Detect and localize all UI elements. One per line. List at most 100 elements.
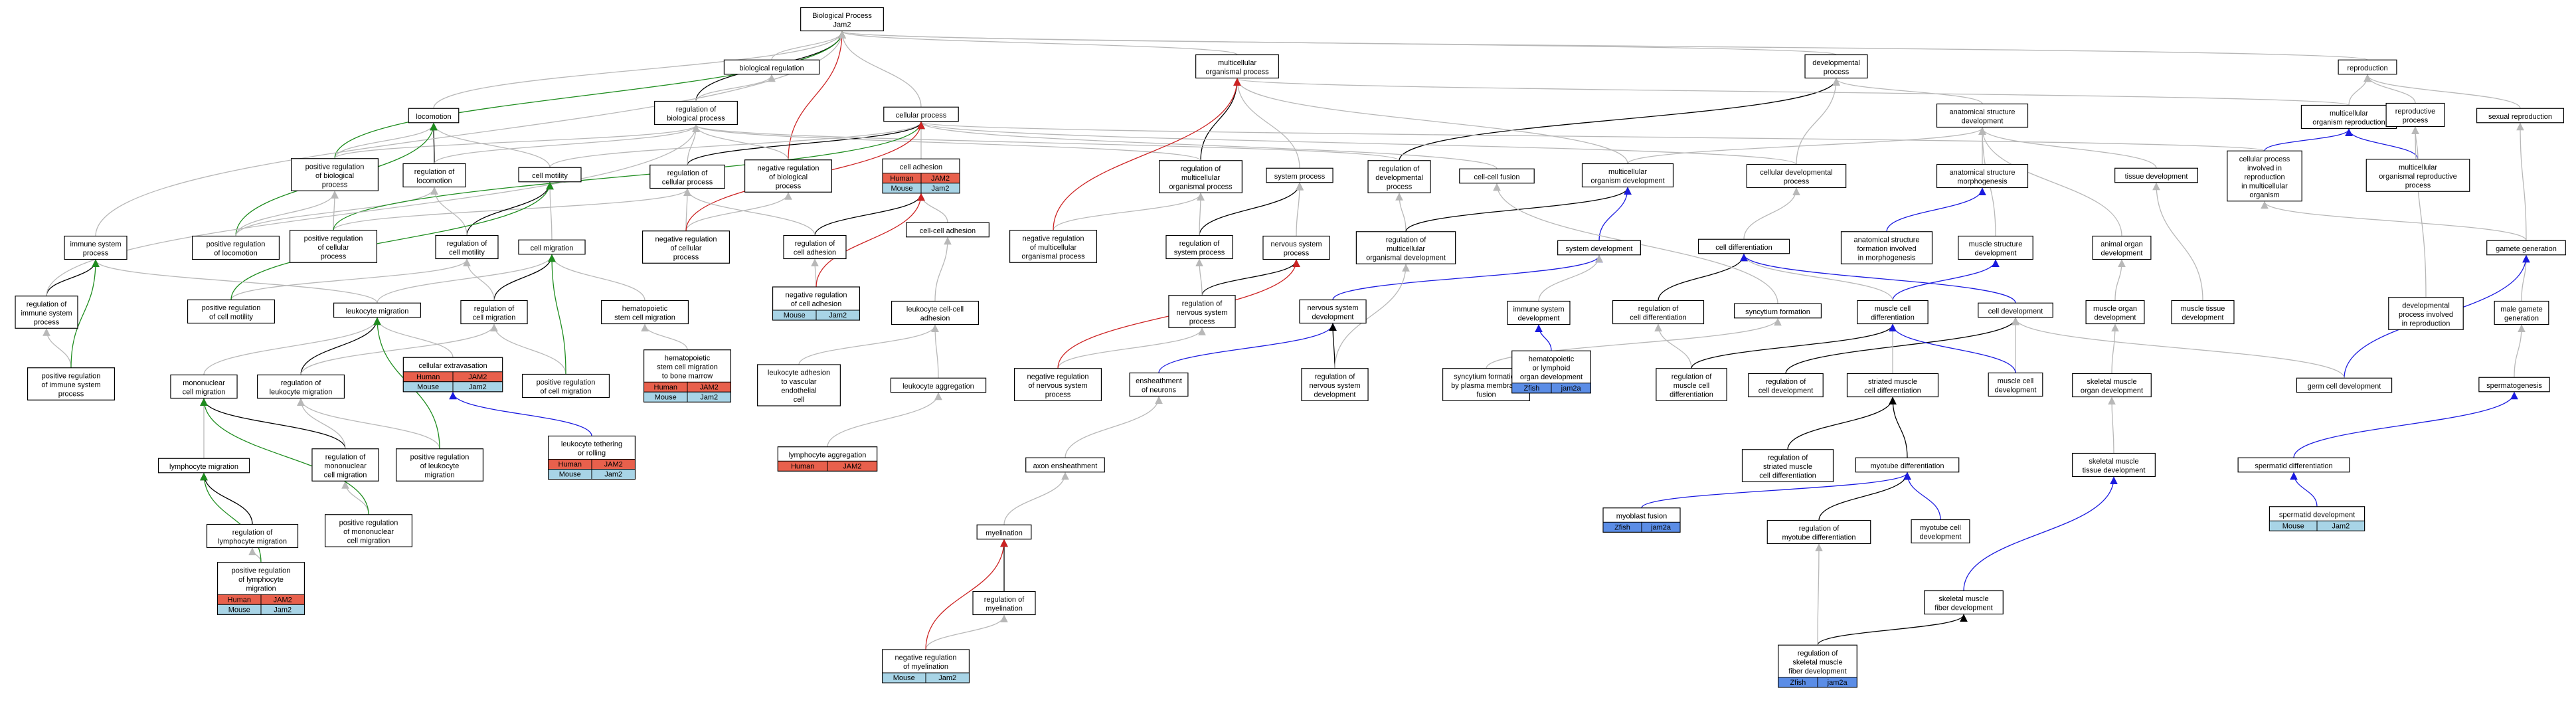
go-term-node[interactable]: cell differentiation xyxy=(1697,238,1790,254)
go-term-node[interactable]: system development xyxy=(1557,240,1641,256)
go-term-node[interactable]: cell motility xyxy=(518,167,582,183)
go-term-node[interactable]: leukocyte aggregation xyxy=(890,377,987,393)
go-term-node[interactable]: locomotion xyxy=(408,108,460,124)
go-term-node[interactable]: spermatogenesis xyxy=(2478,377,2550,393)
go-term-node[interactable]: biological regulation xyxy=(723,59,820,75)
go-term-node[interactable]: sexual reproduction xyxy=(2476,108,2565,124)
go-term-node[interactable]: system process xyxy=(1266,167,1333,183)
go-term-node[interactable]: gamete generation xyxy=(2486,240,2566,256)
go-term-node[interactable]: axon ensheathment xyxy=(1025,457,1105,473)
go-term-node[interactable]: myotube differentiation xyxy=(1855,457,1960,473)
go-term-node[interactable]: myelination xyxy=(976,524,1032,540)
go-term-node[interactable]: cell-cell fusion xyxy=(1459,168,1535,184)
go-term-node[interactable]: reproduction xyxy=(2338,59,2397,75)
go-term-node[interactable]: cell development xyxy=(1978,302,2053,318)
go-term-node[interactable]: cell migration xyxy=(518,239,586,255)
go-term-node[interactable]: germ cell development xyxy=(2296,377,2393,393)
go-term-node[interactable]: leukocyte migration xyxy=(333,302,422,318)
go-term-node[interactable]: cellular process xyxy=(883,106,959,122)
go-term-node[interactable]: cell-cell adhesion xyxy=(906,222,989,238)
go-term-node[interactable]: tissue development xyxy=(2114,167,2198,183)
go-term-node[interactable]: spermatid differentiation xyxy=(2237,457,2350,473)
go-term-node[interactable]: syncytium formation xyxy=(1733,303,1822,319)
